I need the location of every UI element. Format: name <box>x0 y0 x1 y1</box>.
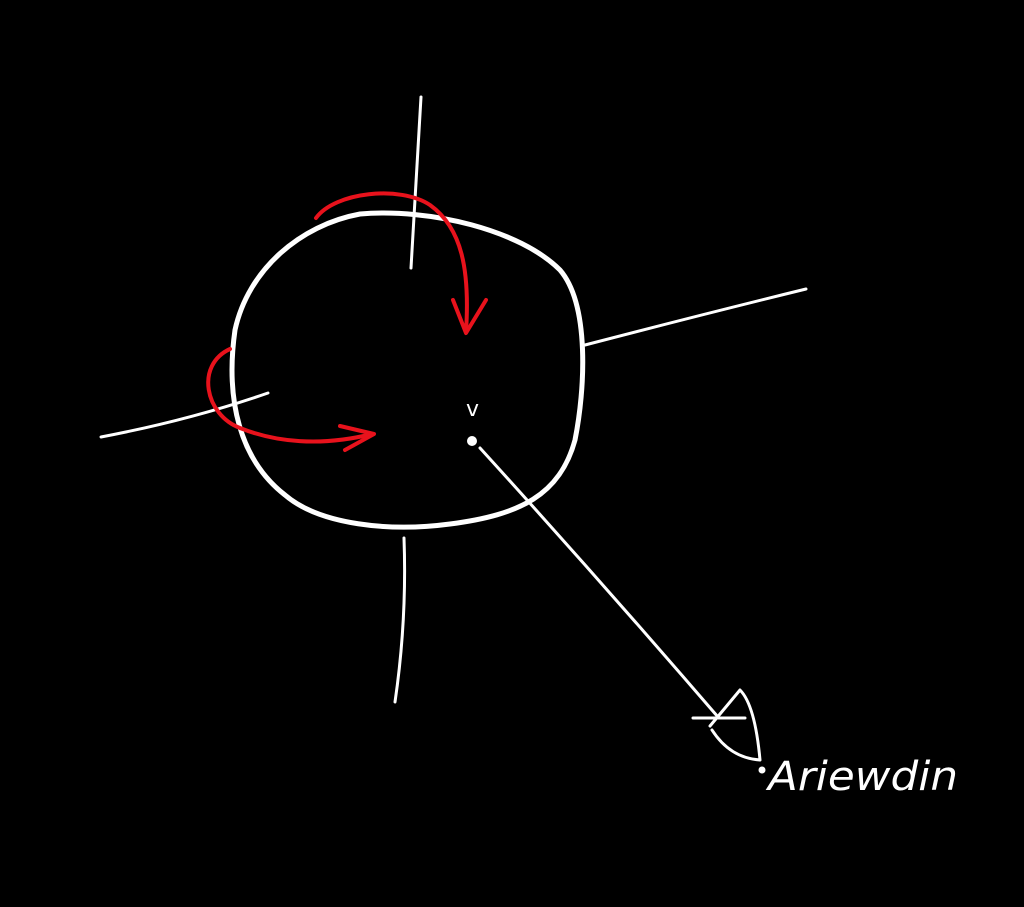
view-ray-line <box>478 446 720 719</box>
rotation-arrowhead-left <box>338 424 376 452</box>
axis-bottom-line <box>393 536 407 704</box>
eye-pupil-dot <box>758 766 766 774</box>
sphere-circle <box>229 210 586 530</box>
rotation-arrow-left <box>206 347 374 444</box>
axis-right-line <box>583 287 808 347</box>
axis-top-line <box>409 95 423 270</box>
rotation-arrowhead-top <box>451 298 488 335</box>
eye-icon <box>691 688 762 762</box>
point-v-label: v <box>466 397 479 422</box>
axis-left-line <box>99 391 270 439</box>
point-v-dot <box>467 436 477 446</box>
viewer-label: Ariewdin <box>765 754 958 800</box>
rotation-arrow-top <box>314 191 469 334</box>
